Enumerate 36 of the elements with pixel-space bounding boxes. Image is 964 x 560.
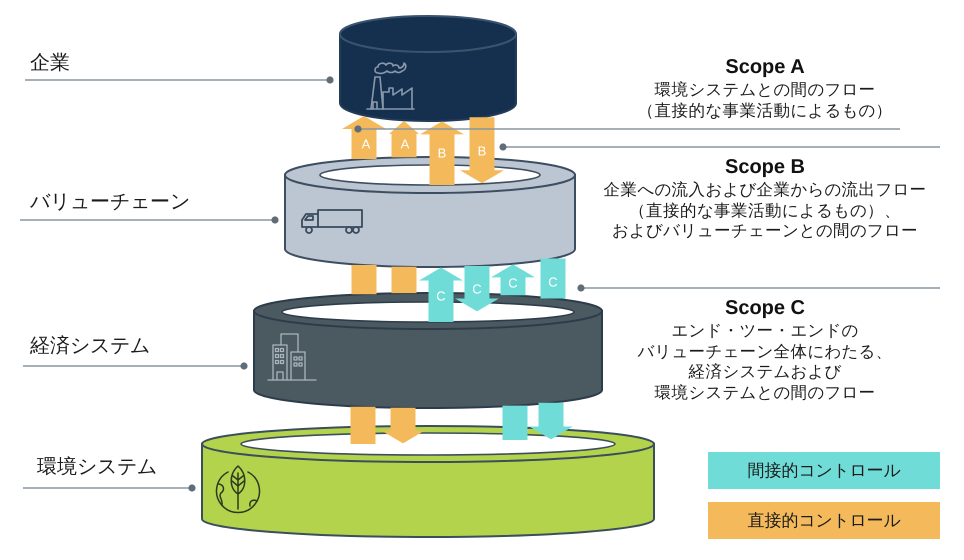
label-text: 環境システム	[37, 455, 157, 480]
edge-label: C	[436, 288, 446, 304]
edge-label: A	[362, 136, 370, 152]
edge-label: A	[400, 136, 410, 152]
legend-key: 直接的コントロール	[708, 502, 940, 539]
edge-label: B	[478, 144, 486, 158]
description: 環境システムとの間のフロー（直接的な事業活動によるもの）	[638, 80, 892, 121]
label-text: 企業	[30, 51, 70, 76]
flow-arrow	[420, 121, 464, 185]
leader-line	[20, 216, 279, 224]
label-text: バリューチェーン	[30, 190, 190, 215]
leader-line	[354, 125, 900, 133]
edge-label: B	[438, 146, 446, 160]
leader-line	[499, 143, 940, 151]
flow-arrow	[419, 268, 463, 322]
edge-label: C	[508, 276, 518, 290]
leader-line	[23, 484, 196, 492]
heading: Scope A	[725, 55, 805, 80]
legend-key: 間接的コントロール	[708, 452, 940, 489]
edge-label: C	[472, 282, 482, 296]
flow-arrow	[381, 408, 425, 444]
flow-arrow	[529, 402, 573, 440]
heading: Scope B	[724, 155, 806, 180]
flow-arrow	[342, 116, 386, 159]
flow-arrow	[389, 120, 419, 158]
label-text: 経済システム	[30, 334, 150, 359]
description: エンド・ツー・エンドのバリューチェーン全体にわたる、経済システムおよび環境システムとの間のフロー	[638, 321, 892, 403]
leader-line	[25, 76, 334, 84]
flow-arrow	[455, 266, 499, 312]
heading: Scope C	[724, 296, 806, 321]
description: 企業への流入および企業からの流出フロー（直接的な事業活動によるもの）、およびバリューチェーンとの間のフロー	[604, 180, 926, 242]
leader-line	[23, 362, 248, 370]
flow-arrow	[460, 117, 504, 184]
flow-arrow	[491, 264, 535, 296]
leader-line	[577, 284, 940, 292]
edge-label: C	[548, 274, 558, 290]
